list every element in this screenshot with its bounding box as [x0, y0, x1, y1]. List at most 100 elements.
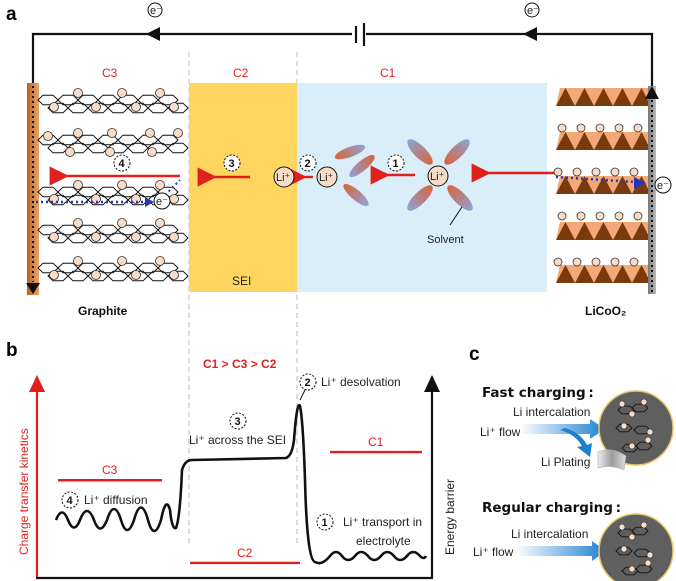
- graphene-hexagon: [633, 425, 651, 435]
- step-badge-4: 4: [113, 154, 131, 172]
- graphene-hexagon: [157, 134, 179, 146]
- graphene-hexagon: [137, 262, 159, 274]
- solvent-molecule: [407, 139, 433, 165]
- graphene-hexagon: [87, 194, 109, 206]
- graphite-particle-regular: [598, 513, 674, 581]
- level-label-c3: C3: [102, 463, 118, 477]
- li-atom: [591, 167, 601, 177]
- coo2-layer: [556, 88, 651, 106]
- graphene-hexagon: [87, 102, 109, 114]
- graphene-layer: [37, 88, 189, 114]
- li-atom: [628, 533, 636, 541]
- svg-text:4: 4: [67, 495, 74, 507]
- step-badge-1: 1: [387, 154, 405, 172]
- plating-flow-arrow: [560, 428, 592, 457]
- anode-current-collector: [27, 83, 39, 295]
- li-plating-deposit: [597, 449, 627, 471]
- graphene-hexagon: [57, 134, 79, 146]
- graphene-hexagon: [147, 142, 169, 154]
- regular-li-flow-arrow: [515, 541, 606, 561]
- graphene-hexagon: [167, 232, 189, 244]
- sei-label: SEI: [232, 274, 251, 288]
- li-atom: [73, 180, 83, 190]
- coo2-octahedron: [556, 265, 575, 283]
- li-atom: [633, 211, 643, 221]
- graphene-hexagon: [37, 134, 59, 146]
- li-atom: [591, 257, 601, 267]
- graphene-hexagon: [107, 102, 129, 114]
- graphene-hexagon: [97, 262, 119, 274]
- svg-text:Li⁺ desolvation: Li⁺ desolvation: [321, 375, 401, 389]
- annotation-step-3: 3 Li⁺ across the SEI: [189, 412, 286, 447]
- coo2-octahedron: [632, 88, 651, 106]
- electron-to-li-path: [164, 179, 181, 196]
- li-atom: [618, 400, 626, 408]
- li-atom: [131, 102, 141, 112]
- li-atom: [145, 128, 155, 138]
- graphene-layer: [37, 128, 189, 157]
- li-atom: [169, 232, 179, 242]
- coo2-octahedron: [613, 176, 632, 194]
- coo2-octahedron: [613, 88, 632, 106]
- coo2-octahedron: [632, 265, 651, 283]
- li-atom: [65, 147, 75, 157]
- li-atom: [43, 131, 53, 141]
- graphene-hexagon: [147, 102, 169, 114]
- svg-text:Li⁺: Li⁺: [276, 172, 291, 184]
- energy-barrier-profile: [54, 403, 428, 565]
- graphene-hexagon: [47, 194, 69, 206]
- svg-text:Li⁺ transport in: Li⁺ transport in: [343, 515, 422, 529]
- graphene-hexagon: [107, 194, 129, 206]
- coo2-octahedron: [575, 88, 594, 106]
- coo2-octahedron: [575, 265, 594, 283]
- li-atom: [155, 180, 165, 190]
- fast-flow-label: Li⁺ flow: [480, 425, 521, 439]
- graphene-hexagon: [167, 142, 189, 154]
- li-atom: [576, 211, 586, 221]
- svg-text:Li⁺: Li⁺: [430, 171, 445, 183]
- regular-charging-title: Regular charging :: [482, 500, 621, 516]
- coo2-octahedron: [594, 132, 613, 150]
- li-atom: [91, 194, 101, 204]
- li-atom: [557, 211, 567, 221]
- panel-a-letter: a: [6, 4, 17, 25]
- li-atom: [117, 256, 127, 266]
- coo2-octahedron: [632, 222, 651, 240]
- li-atom: [117, 218, 127, 228]
- li-atom: [49, 270, 59, 280]
- solvent-molecule: [349, 155, 375, 177]
- graphene-hexagon: [47, 270, 69, 282]
- regular-flow-label: Li⁺ flow: [473, 545, 514, 559]
- li-atom: [155, 218, 165, 228]
- li-atom: [91, 270, 101, 280]
- svg-text:e⁻: e⁻: [527, 5, 539, 17]
- graphene-hexagon: [147, 232, 169, 244]
- coo2-octahedron: [556, 88, 575, 106]
- coo2-layer: [556, 222, 651, 240]
- solvent-molecule: [334, 144, 366, 160]
- graphene-hexagon: [107, 270, 129, 282]
- graphene-hexagon: [67, 232, 89, 244]
- desolvation-pointer: [299, 389, 306, 401]
- li-atom: [73, 128, 83, 138]
- li-atom: [173, 128, 183, 138]
- li-atom: [640, 398, 648, 406]
- li-atom: [117, 88, 127, 98]
- li-atom: [628, 442, 636, 450]
- svg-text:2: 2: [305, 158, 311, 170]
- region-label-c3: C3: [102, 66, 118, 80]
- anode-label: Graphite: [78, 304, 128, 318]
- svg-text:e⁻: e⁻: [150, 5, 162, 17]
- regular-intercalation-label: Li intercalation: [511, 527, 588, 541]
- licoo2-cathode: [553, 88, 651, 283]
- circuit-wire-right: [366, 32, 654, 88]
- svg-text:e⁻: e⁻: [156, 196, 168, 208]
- li-atom: [91, 102, 101, 112]
- graphene-layer: [37, 218, 189, 244]
- li-atom: [49, 102, 59, 112]
- cathode-up-arrow-icon: [645, 86, 659, 99]
- graphene-hexagon: [87, 232, 109, 244]
- li-atom: [620, 422, 628, 430]
- li-atom: [131, 232, 141, 242]
- panel-b: b C1 > C3 > C2 Charge transfer kinetics …: [6, 340, 457, 580]
